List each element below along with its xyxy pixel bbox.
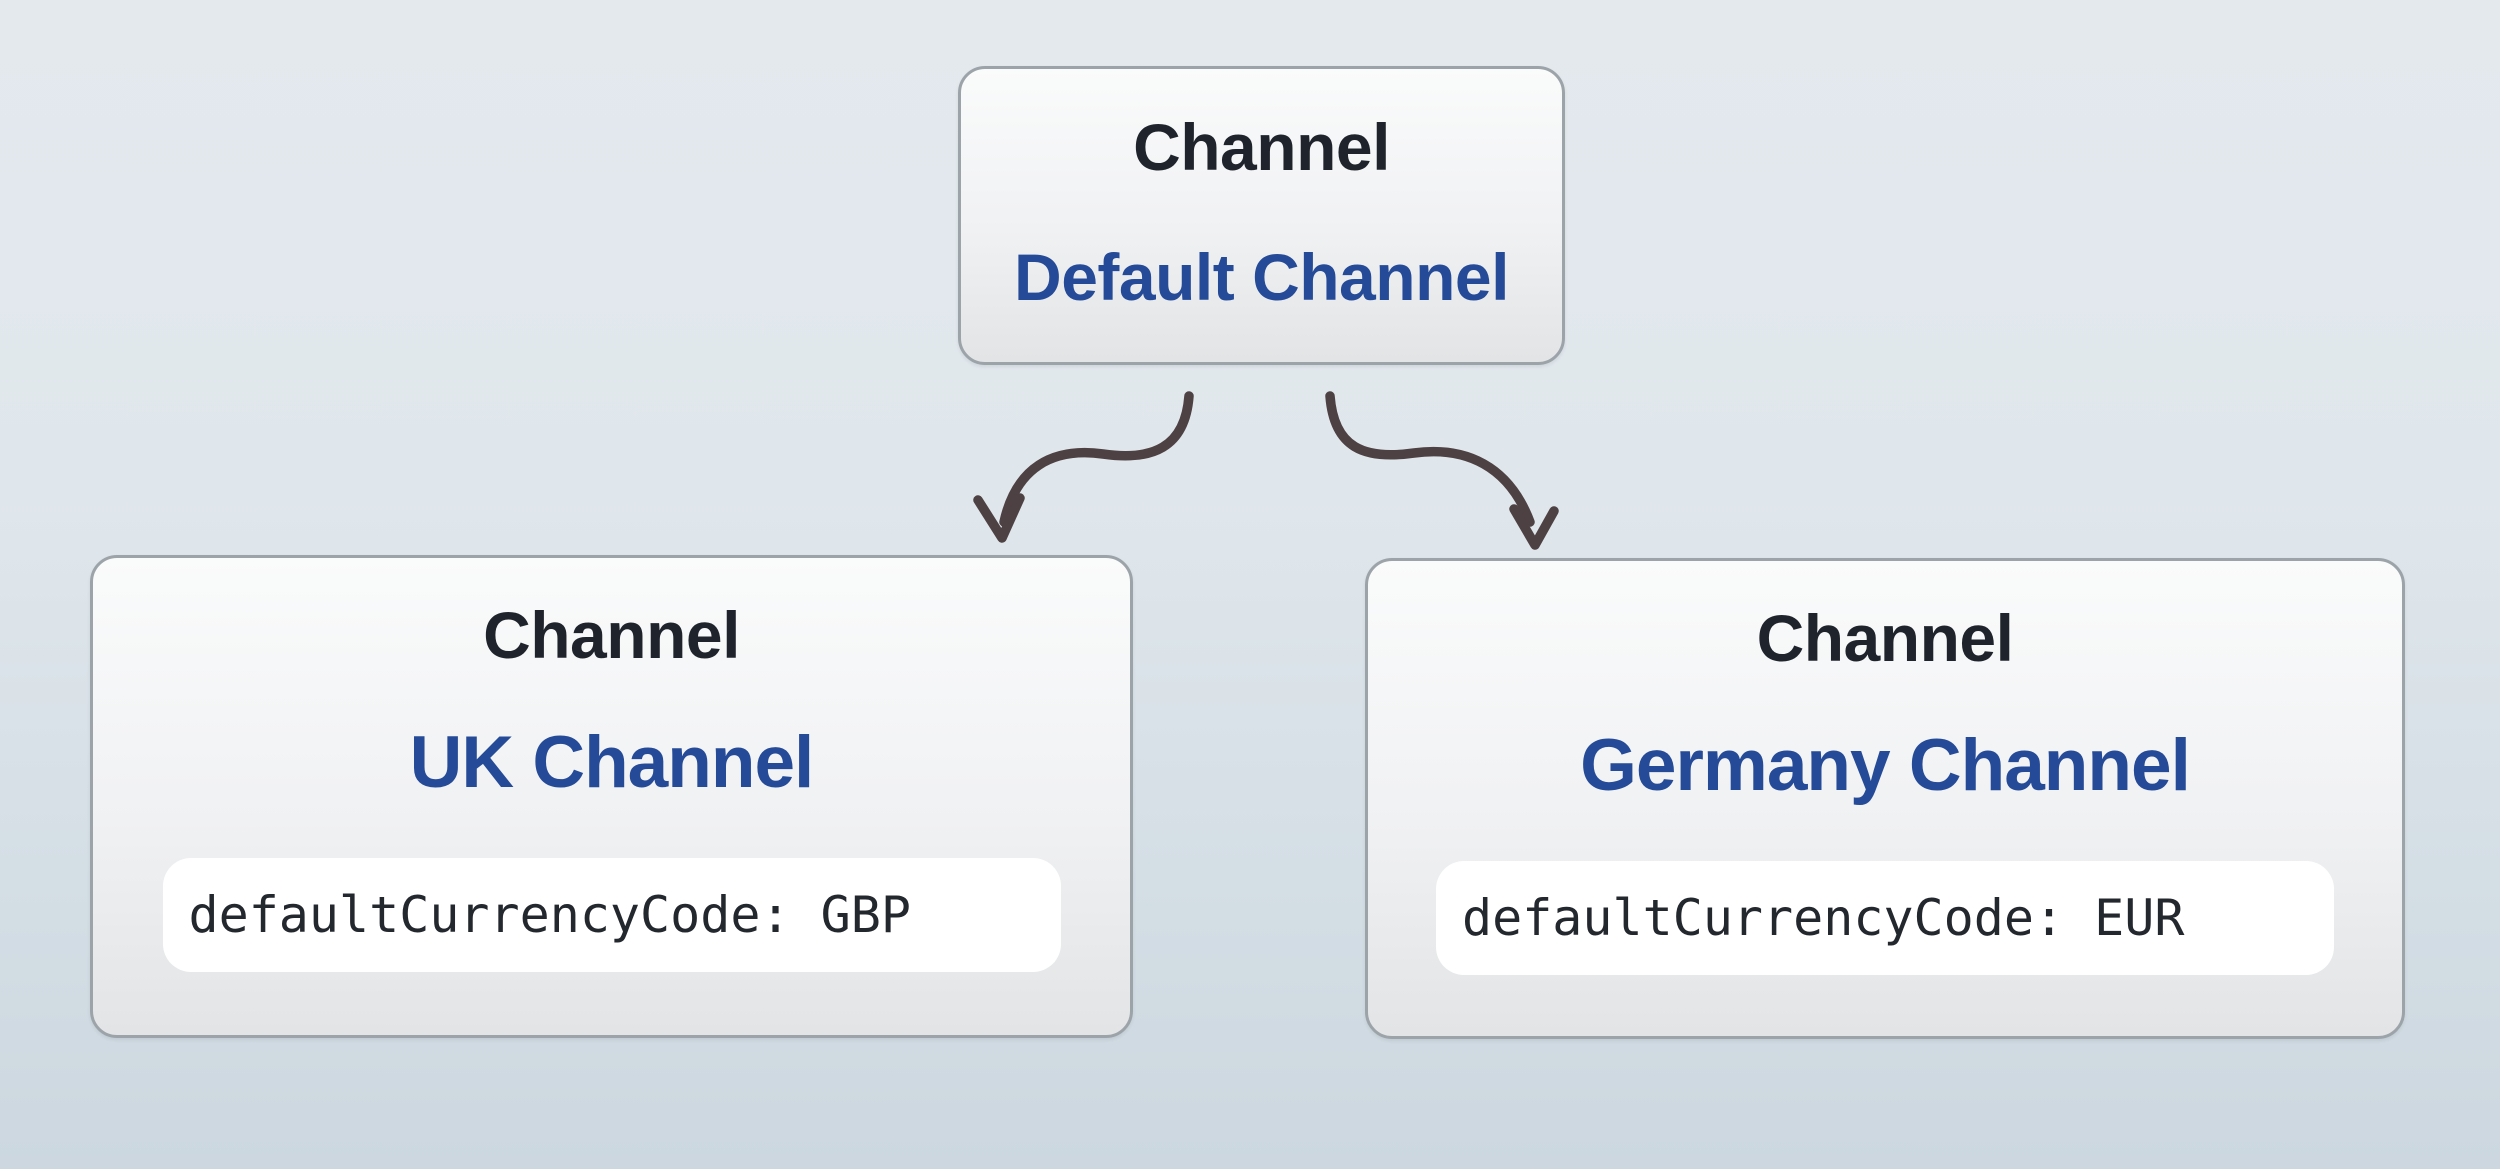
node-type-label: Channel [483, 598, 740, 672]
edge-curve [1325, 391, 1535, 527]
node-name-label: Germany Channel [1580, 725, 2191, 806]
currency-code-text: defaultCurrencyCode: EUR [1462, 889, 2185, 947]
node-type-label: Channel [1756, 601, 2014, 675]
currency-code-text: defaultCurrencyCode: GBP [188, 886, 911, 944]
currency-code-pill: defaultCurrencyCode: GBP [162, 858, 1061, 972]
arrowhead-icon [973, 493, 1025, 543]
arrowhead-icon [1509, 504, 1559, 550]
node-name-label: Default Channel [1014, 240, 1509, 314]
node-uk-channel: Channel UK Channel defaultCurrencyCode: … [90, 555, 1133, 1038]
edge-default-to-uk [973, 391, 1194, 543]
node-type-label: Channel [1133, 110, 1390, 184]
edge-curve [999, 391, 1194, 527]
node-default-channel: Channel Default Channel [958, 66, 1565, 365]
node-name-label: UK Channel [409, 722, 815, 803]
node-germany-channel: Channel Germany Channel defaultCurrencyC… [1365, 558, 2405, 1039]
currency-code-pill: defaultCurrencyCode: EUR [1436, 861, 2334, 975]
edge-default-to-germany [1325, 391, 1559, 550]
